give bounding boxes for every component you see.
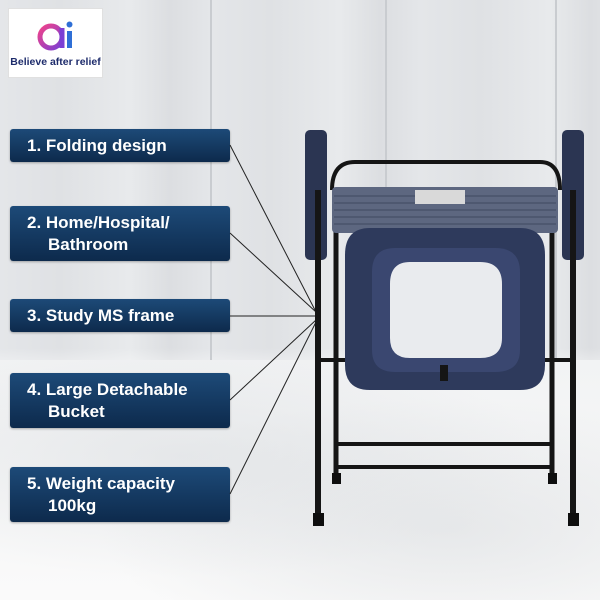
feature-text: 5. Weight capacity bbox=[27, 474, 176, 493]
feature-text: 3. Study MS frame bbox=[27, 306, 175, 325]
product-label-sticker bbox=[415, 190, 465, 204]
seat-opening bbox=[390, 262, 502, 358]
commode-seat bbox=[345, 228, 545, 390]
brand-logo: Believe after relief bbox=[8, 8, 103, 78]
feature-label-frame: 3. Study MS frame bbox=[10, 299, 230, 332]
wall-seam bbox=[555, 0, 557, 360]
feature-text: Bucket bbox=[48, 402, 105, 421]
logo-tagline: Believe after relief bbox=[10, 56, 101, 68]
wall-seam bbox=[385, 0, 387, 360]
pointer-line bbox=[229, 321, 317, 495]
backrest bbox=[332, 187, 558, 233]
chair-frame bbox=[305, 130, 584, 526]
feature-label-bucket: 4. Large Detachable Bucket bbox=[10, 373, 230, 428]
feature-text: 4. Large Detachable bbox=[27, 380, 188, 399]
feature-text: 100kg bbox=[48, 496, 97, 515]
feature-text: 2. Home/Hospital/ bbox=[27, 213, 170, 232]
feature-text: Bathroom bbox=[48, 235, 129, 254]
feature-label-capacity: 5. Weight capacity 100kg bbox=[10, 467, 230, 522]
feature-text: 1. Folding design bbox=[27, 136, 167, 155]
wall-seam bbox=[210, 0, 212, 360]
pointer-line bbox=[229, 232, 317, 313]
pointer-lines bbox=[229, 144, 317, 495]
feature-label-usage: 2. Home/Hospital/ Bathroom bbox=[10, 206, 230, 261]
pointer-line bbox=[229, 319, 317, 401]
pointer-line bbox=[229, 144, 317, 313]
feature-label-folding: 1. Folding design bbox=[10, 129, 230, 162]
logo-mark bbox=[37, 21, 73, 51]
